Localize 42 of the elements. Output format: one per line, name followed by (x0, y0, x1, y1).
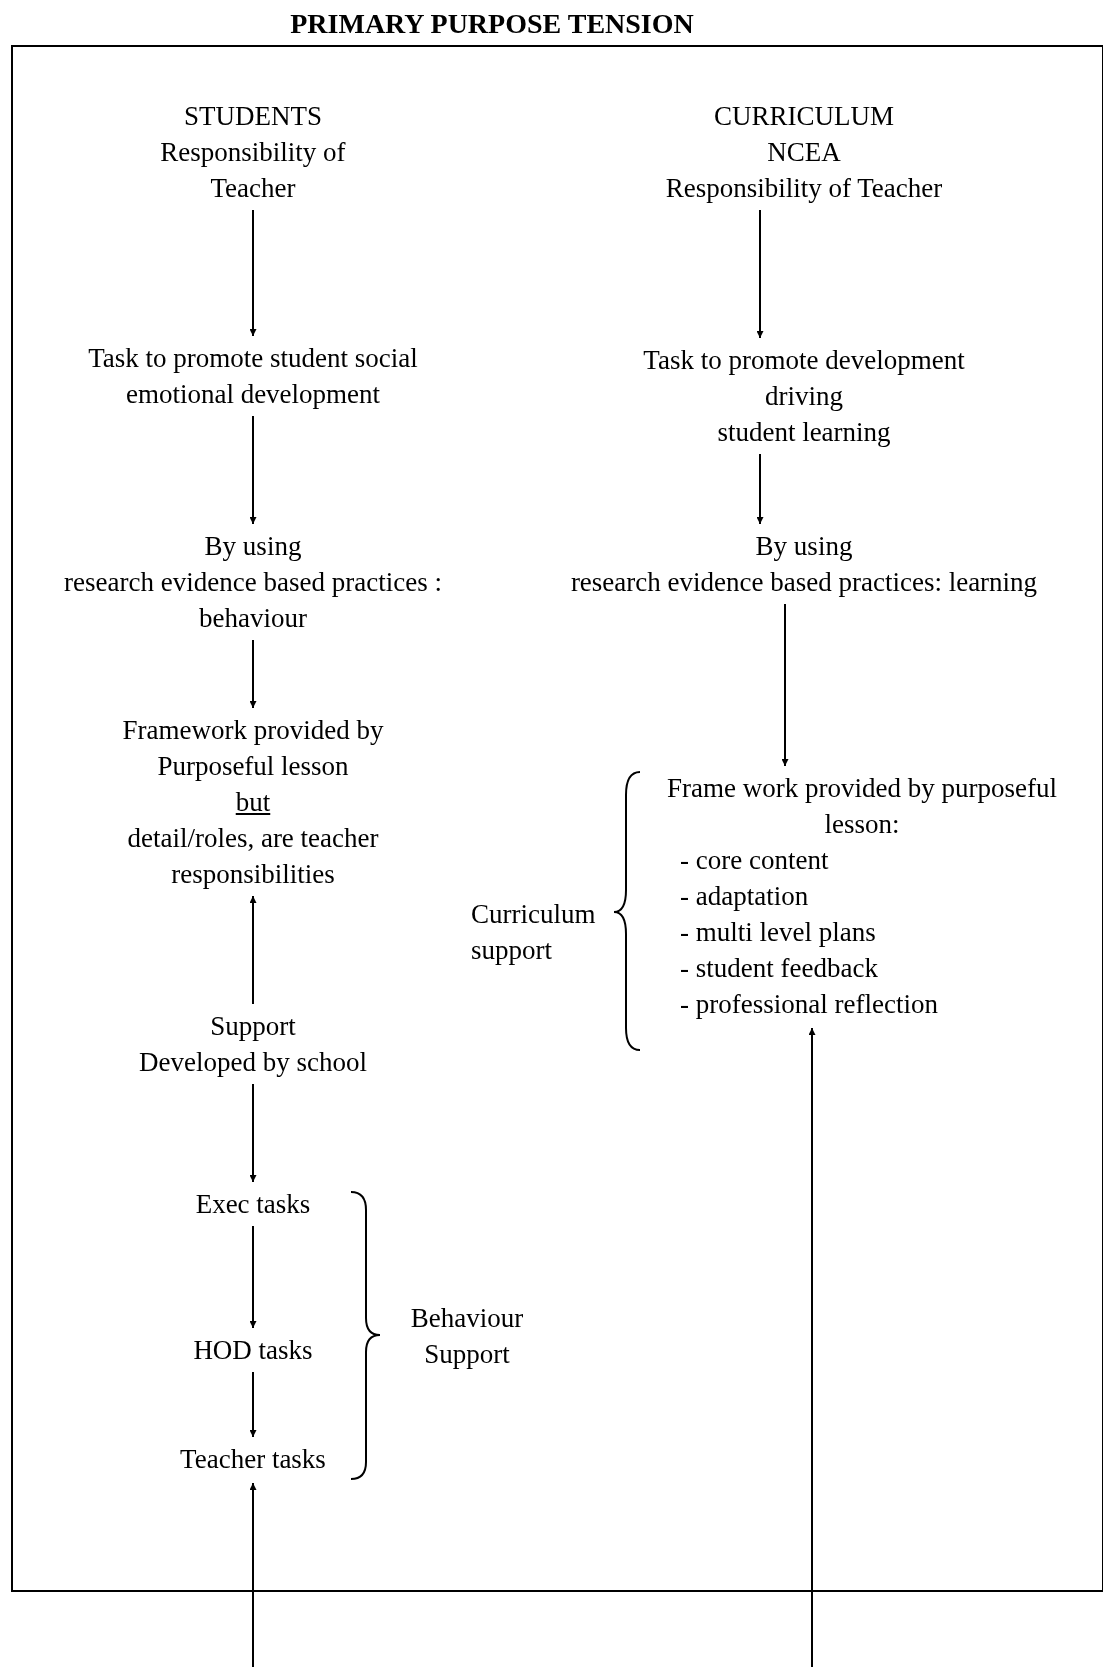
node-text: student learning (717, 417, 891, 447)
node-text: Exec tasks (195, 1189, 311, 1219)
arrow (249, 895, 257, 1005)
node-text: Frame work provided by purposeful lesson: (667, 773, 1057, 839)
node-text: driving (765, 381, 843, 411)
node-text: Responsibility of Teacher (665, 173, 943, 203)
node-text: Responsibility of Teacher (160, 137, 346, 203)
list-item: - core content (680, 845, 829, 875)
node-text: CURRICULUM (714, 101, 894, 131)
node-text: NCEA (767, 137, 841, 167)
list-item: - student feedback (680, 953, 878, 983)
node-text: HOD tasks (193, 1335, 313, 1365)
arrow (756, 209, 764, 339)
node-text: Developed by school (139, 1047, 367, 1077)
node-text: Support (210, 1011, 296, 1041)
arrow (249, 1083, 257, 1183)
arrow (249, 1225, 257, 1329)
arrow (249, 209, 257, 337)
node-text: detail/roles, are teacher responsibilities (127, 823, 379, 889)
arrow (249, 415, 257, 525)
frame-box (11, 45, 1103, 1592)
node-text: By using (755, 531, 853, 561)
list-item: - adaptation (680, 881, 809, 911)
node-text: but (235, 787, 271, 817)
arrow (808, 1027, 816, 1667)
arrow (249, 1482, 257, 1667)
node-text: research evidence based practices : behaviour (64, 567, 442, 633)
arrow (781, 603, 789, 767)
side-label: Curriculum support (471, 899, 596, 965)
node-text: Teacher tasks (180, 1444, 326, 1474)
arrow (756, 453, 764, 525)
side-label: Behaviour Support (410, 1303, 524, 1369)
node-text: STUDENTS (184, 101, 322, 131)
diagram-title: PRIMARY PURPOSE TENSION (290, 8, 694, 39)
arrow (249, 1371, 257, 1438)
list-item: - professional reflection (680, 989, 938, 1019)
node-text: Task to promote student social emotional development (88, 343, 418, 409)
arrow (249, 639, 257, 709)
node-text: By using (204, 531, 302, 561)
list-item: - multi level plans (680, 917, 876, 947)
node-text: research evidence based practices: learning (570, 567, 1038, 597)
node-text: Task to promote development (643, 345, 965, 375)
